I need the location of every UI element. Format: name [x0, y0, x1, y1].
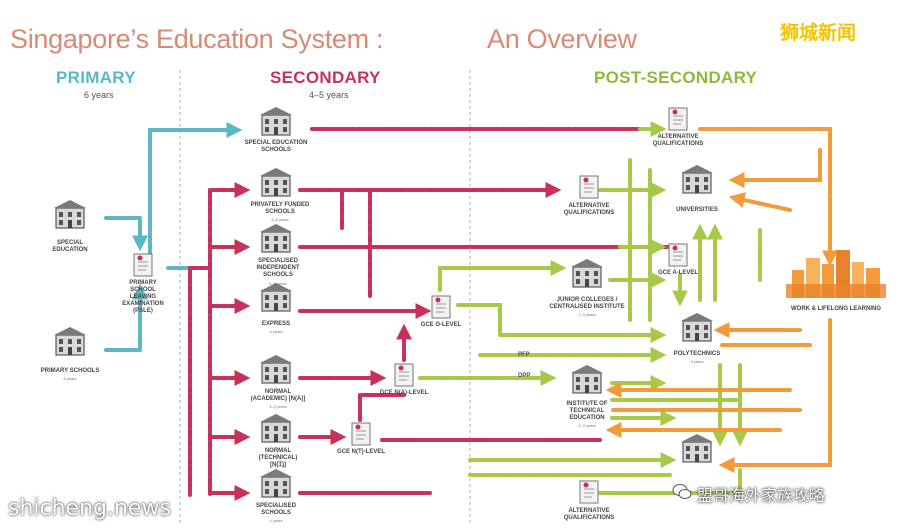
junior-colleges-label: JUNIOR COLLEGES / CENTRALISED INSTITUTE — [549, 297, 625, 310]
junior-colleges-building-icon — [570, 258, 604, 288]
flow-arrow — [104, 216, 148, 252]
alt-qual-bottom-document-icon — [579, 480, 599, 504]
flow-arrow — [104, 283, 148, 352]
polytechnics-duration: 3 years — [690, 359, 704, 364]
work-lifelong-learning-label: WORK & LIFELONG LEARNING — [791, 306, 881, 312]
psle-label: PRIMARY SCHOOL LEAVING EXAMINATION (PSLE… — [122, 280, 164, 314]
city-skyline-icon — [786, 250, 886, 298]
flow-arrow — [358, 393, 406, 422]
primary-schools-duration: 6 years — [63, 376, 77, 381]
alt-qual-top-label: ALTERNATIVE QUALIFICATIONS — [652, 134, 704, 147]
special-education-schools-label: SPECIAL EDUCATION SCHOOLS — [244, 140, 308, 153]
flow-arrow — [598, 468, 742, 495]
flow-arrow — [438, 260, 567, 292]
express-building-icon — [259, 282, 293, 312]
ite-building-icon — [570, 364, 604, 394]
normal-technical-label: NORMAL (TECHNICAL) [N(T)] — [258, 448, 298, 468]
gce-na-level-label: GCE N(A)-LEVEL — [379, 390, 429, 396]
gce-nt-level-label: GCE N(T)-LEVEL — [337, 449, 385, 455]
flow-arrow — [718, 318, 832, 473]
alt-qual-mid-document-icon — [579, 175, 599, 199]
express-duration: 4 years — [269, 329, 283, 334]
pfp-label: PFP — [518, 352, 530, 358]
alt-qual-bottom-label: ALTERNATIVE QUALIFICATIONS — [563, 508, 615, 521]
post-secondary-header: POST-SECONDARY — [594, 68, 758, 87]
normal-academic-building-icon — [259, 354, 293, 384]
page-title: Singapore’s Education System : — [10, 24, 384, 54]
primary-header: PRIMARY — [56, 68, 136, 87]
secondary-header: SECONDARY — [270, 68, 381, 87]
privately-funded-duration: 4–6 years — [271, 217, 289, 222]
gce-na-document-icon — [394, 363, 414, 387]
normal-academic-duration: 4–5 years — [269, 404, 287, 409]
specialised-schools-building-icon — [259, 468, 293, 498]
alt-qual-top-document-icon — [668, 107, 688, 131]
special-education-building-icon — [53, 199, 87, 229]
privately-funded-label: PRIVATELY FUNDED SCHOOLS — [250, 202, 310, 215]
psle-document-icon — [133, 253, 153, 277]
junior-colleges-duration: 2–3 years — [578, 312, 596, 317]
ite-duration: 2–3 years — [578, 423, 596, 428]
brand-logo: 狮城新闻 — [780, 22, 857, 44]
gce-a-document-icon — [668, 243, 688, 267]
dpp-label: DPP — [518, 373, 531, 379]
gce-a-level-label: GCE A-LEVEL — [657, 270, 699, 276]
gce-o-level-label: GCE O-LEVEL — [420, 322, 462, 328]
normal-technical-duration: 4 years — [271, 463, 285, 468]
special-education-schools-building-icon — [259, 106, 293, 136]
gce-o-document-icon — [431, 295, 451, 319]
polytechnics-label: POLYTECHNICS — [673, 351, 721, 357]
flow-arrow — [728, 148, 822, 188]
specialised-independent-label: SPECIALISED INDEPENDENT SCHOOLS — [256, 258, 300, 278]
express-label: EXPRESS — [261, 321, 291, 327]
normal-technical-building-icon — [259, 413, 293, 443]
flow-arrow — [148, 122, 243, 260]
watermark-account: 盟哥海外家族攻略 — [697, 486, 826, 505]
primary-years: 6 years — [84, 90, 114, 100]
watermark-site: shicheng.news — [8, 496, 171, 521]
primary-schools-building-icon — [53, 326, 87, 356]
specialised-independent-duration: 4–6 years — [269, 281, 287, 286]
universities-building-icon — [680, 164, 714, 194]
ite-label: INSTITUTE OF TECHNICAL EDUCATION — [566, 401, 608, 421]
privately-funded-schools-building-icon — [259, 167, 293, 197]
secondary-years: 4–5 years — [309, 90, 349, 100]
primary-schools-label: PRIMARY SCHOOLS — [40, 368, 100, 374]
work-building-icon — [680, 433, 714, 463]
flow-arrow — [698, 127, 838, 267]
specialised-schools-duration: 4 years — [269, 518, 283, 523]
specialised-independent-schools-building-icon — [259, 223, 293, 253]
page-title-overview: An Overview — [487, 24, 637, 54]
polytechnics-building-icon — [680, 312, 714, 342]
specialised-schools-label: SPECIALISED SCHOOLS — [255, 503, 296, 516]
alt-qual-mid-label: ALTERNATIVE QUALIFICATIONS — [563, 203, 615, 216]
special-education-label: SPECIAL EDUCATION — [52, 240, 88, 253]
wechat-icon — [672, 484, 692, 499]
flow-arrow — [728, 192, 792, 212]
flow-arrow — [456, 303, 667, 343]
gce-nt-document-icon — [351, 422, 371, 446]
normal-academic-label: NORMAL (ACADEMIC) [N(A)] — [250, 389, 306, 402]
universities-label: UNIVERSITIES — [676, 207, 718, 213]
